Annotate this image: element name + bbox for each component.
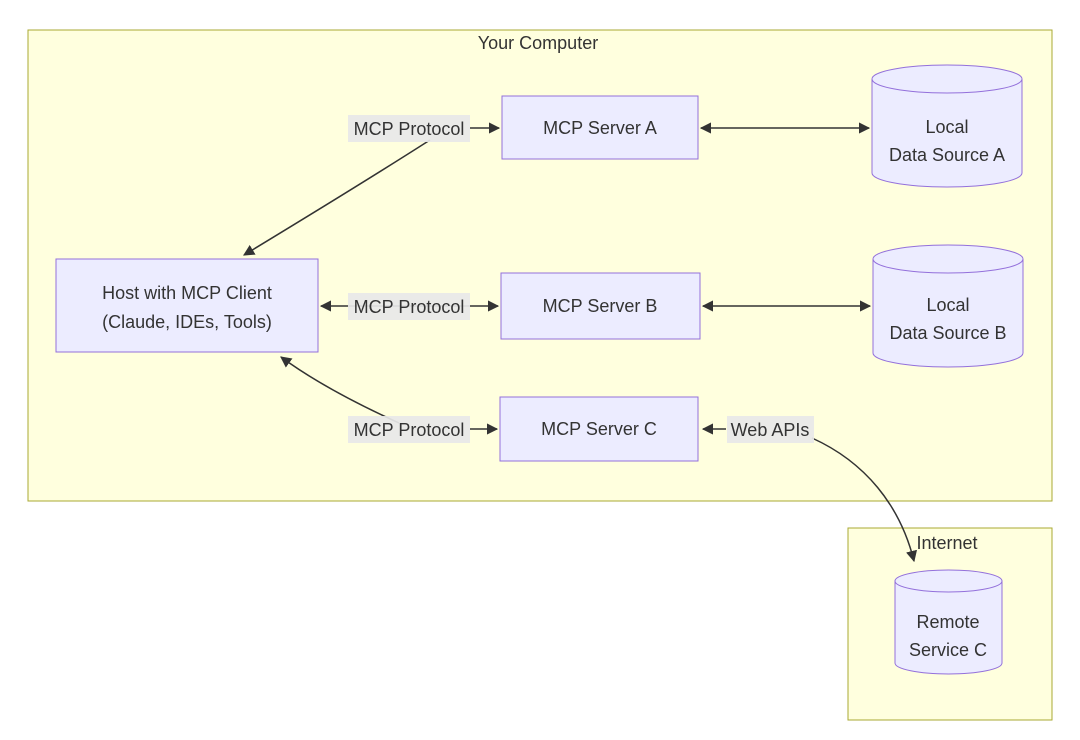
mcp-server-b-node: MCP Server B — [500, 272, 701, 340]
edge-label-web-apis: Web APIs — [727, 416, 814, 443]
data-b-label-line2: Data Source B — [889, 323, 1006, 343]
local-data-source-a-cylinder: Local Data Source A — [871, 64, 1023, 188]
cylinder-top — [872, 244, 1024, 274]
edge-label-bg — [348, 416, 470, 443]
data-a-label-line1: Local — [925, 117, 968, 137]
host-label-line2: (Claude, IDEs, Tools) — [102, 312, 272, 332]
internet-title: Internet — [916, 533, 977, 553]
edge-label-text: MCP Protocol — [354, 420, 465, 440]
edge-label-text: Web APIs — [731, 420, 810, 440]
edge-label-text: MCP Protocol — [354, 119, 465, 139]
local-data-source-b-cylinder: Local Data Source B — [872, 244, 1024, 368]
cylinder-body — [871, 79, 1023, 188]
edge-web-apis-to-remote-curve — [811, 437, 917, 563]
edge-label-bg — [348, 115, 470, 142]
edge-label-mcp-protocol-b: MCP Protocol — [348, 293, 470, 320]
remote-label-line1: Remote — [916, 612, 979, 632]
mcp-server-b-box — [500, 272, 701, 340]
host-node-box — [55, 258, 319, 353]
edge-label-bg — [348, 293, 470, 320]
mcp-server-b-label: MCP Server B — [543, 296, 658, 316]
host-label-line1: Host with MCP Client — [102, 283, 272, 303]
host-node: Host with MCP Client (Claude, IDEs, Tool… — [55, 258, 319, 353]
cylinder-body — [894, 581, 1003, 675]
edge-label-bg — [727, 416, 814, 443]
data-b-label-line1: Local — [926, 295, 969, 315]
edge-label-text: MCP Protocol — [354, 297, 465, 317]
data-a-label-line2: Data Source A — [889, 145, 1005, 165]
cylinder-top — [894, 569, 1003, 593]
edge-host-server-a-curve — [243, 139, 431, 256]
edge-label-mcp-protocol-c: MCP Protocol — [348, 416, 470, 443]
remote-service-c-cylinder: Remote Service C — [894, 569, 1003, 675]
mcp-server-c-box — [499, 396, 699, 462]
mcp-server-a-node: MCP Server A — [501, 95, 699, 160]
cylinder-body — [872, 259, 1024, 368]
edge-label-mcp-protocol-a: MCP Protocol — [348, 115, 470, 142]
mcp-server-a-box — [501, 95, 699, 160]
remote-label-line2: Service C — [909, 640, 987, 660]
mcp-server-a-label: MCP Server A — [543, 118, 657, 138]
mcp-server-c-label: MCP Server C — [541, 419, 657, 439]
mcp-server-c-node: MCP Server C — [499, 396, 699, 462]
your-computer-title: Your Computer — [478, 33, 598, 53]
cylinder-top — [871, 64, 1023, 94]
